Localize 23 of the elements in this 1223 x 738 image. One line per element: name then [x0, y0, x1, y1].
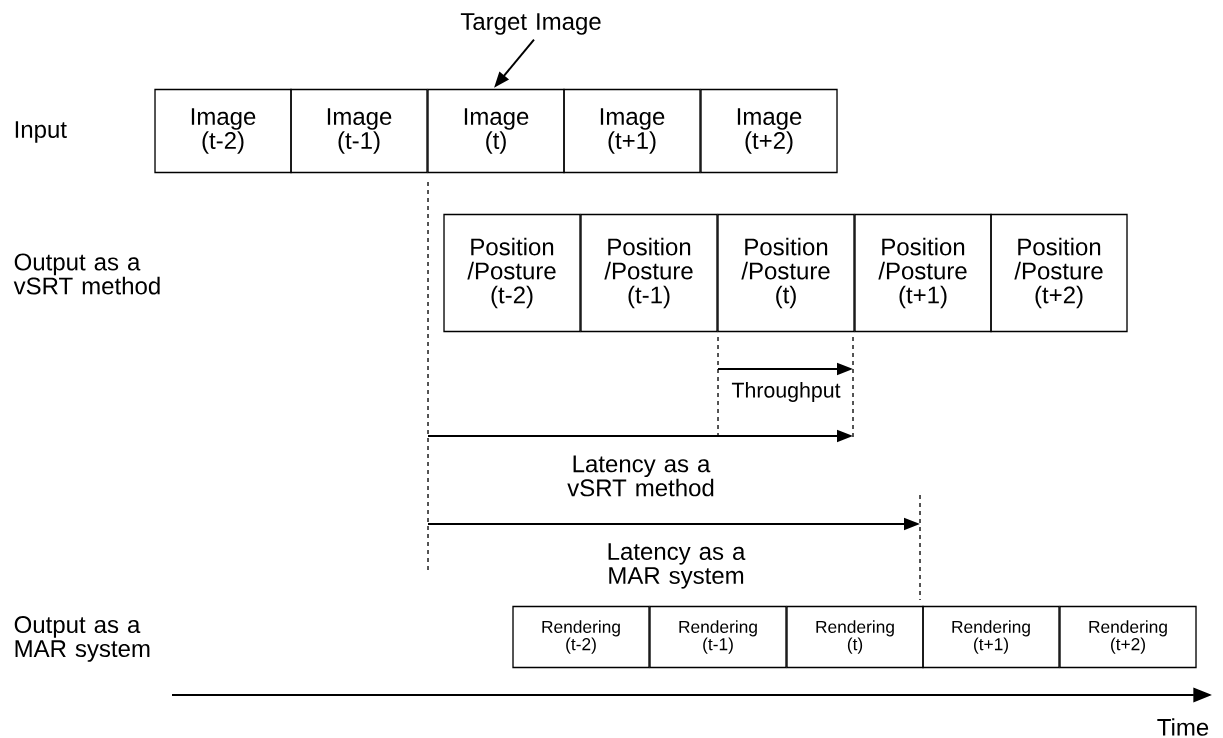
position-box: Position /Posture (t-2): [443, 213, 581, 333]
target-label: Target Image: [460, 13, 601, 35]
position-box: Position /Posture (t): [717, 213, 855, 333]
axis-label: Time: [1157, 718, 1209, 736]
position-box: Position /Posture (t-1): [580, 213, 718, 333]
row-label: Output as a MAR system: [14, 616, 150, 662]
image-box: Image (t+1): [563, 88, 701, 174]
image-box: Image (t+2): [700, 88, 838, 174]
image-box: Image (t): [427, 88, 565, 174]
rendering-box: Rendering (t-1): [649, 605, 787, 669]
image-box: Image (t-1): [290, 88, 428, 174]
dimension-label: Throughput: [731, 382, 841, 402]
row-label: Input: [15, 121, 67, 143]
dimension-label: Latency as a vSRT method: [567, 455, 714, 497]
position-box: Position /Posture (t+1): [854, 213, 992, 333]
rendering-box: Rendering (t): [786, 605, 924, 669]
image-box: Image (t-2): [154, 88, 292, 174]
dimension-label: Latency as a MAR system: [608, 543, 746, 589]
position-box: Position /Posture (t+2): [990, 213, 1128, 333]
rendering-box: Rendering (t+2): [1059, 605, 1197, 669]
row-label: Output as a vSRT method: [13, 253, 160, 295]
rendering-box: Rendering (t+1): [922, 605, 1060, 669]
rendering-box: Rendering (t-2): [512, 605, 650, 669]
